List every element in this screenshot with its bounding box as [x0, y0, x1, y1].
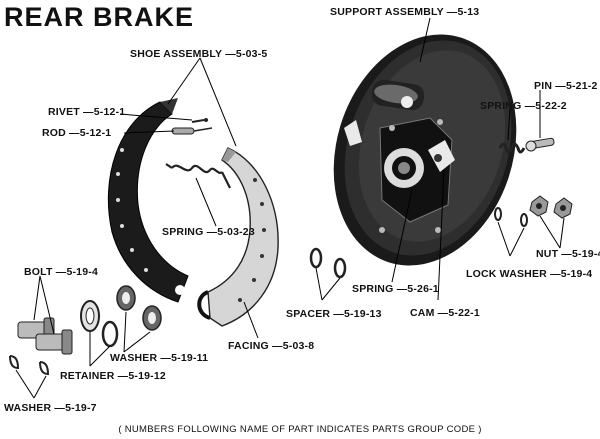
label-lock-washer: LOCK WASHER —5-19-4	[466, 268, 593, 280]
shoe-facing-part	[197, 147, 279, 327]
shoe-spring-part	[165, 163, 231, 189]
label-nut: NUT —5-19-4	[536, 248, 600, 260]
bolt-parts	[17, 317, 73, 355]
label-support-assembly: SUPPORT ASSEMBLY —5-13	[330, 6, 480, 18]
label-pin-spring: SPRING —5-22-2	[480, 100, 567, 112]
label-facing: FACING —5-03-8	[228, 340, 315, 352]
label-rivet: RIVET —5-12-1	[48, 106, 126, 118]
label-bolt: BOLT —5-19-4	[24, 266, 98, 278]
rivet-part	[191, 118, 208, 123]
label-rod: ROD —5-12-1	[42, 127, 112, 139]
label-shoe-spring: SPRING —5-03-23	[162, 226, 255, 238]
diagram-title: REAR BRAKE	[4, 2, 195, 32]
label-washer-bearing: WASHER —5-19-11	[110, 352, 209, 364]
label-cam-spring: SPRING —5-26-1	[352, 283, 439, 295]
spacer-parts	[309, 247, 347, 279]
retainer-parts	[80, 300, 119, 348]
label-cam: CAM —5-22-1	[410, 307, 480, 319]
label-washer-small: WASHER —5-19-7	[4, 402, 97, 414]
footnote: ( NUMBERS FOLLOWING NAME OF PART INDICAT…	[118, 424, 482, 435]
lock-washer-parts	[494, 207, 528, 227]
small-washer-parts	[9, 355, 50, 376]
label-retainer: RETAINER —5-19-12	[60, 370, 166, 382]
support-assembly-part	[333, 34, 517, 266]
nut-parts	[529, 195, 573, 219]
label-spacer: SPACER —5-19-13	[286, 308, 382, 320]
bearing-washer-parts	[116, 285, 162, 331]
leader-lines	[15, 17, 565, 399]
rod-part	[171, 127, 213, 135]
label-pin: PIN —5-21-2	[534, 80, 598, 92]
pin-spring-part	[498, 142, 526, 154]
brake-shoe-part	[107, 98, 189, 303]
label-shoe-assembly: SHOE ASSEMBLY —5-03-5	[130, 48, 268, 60]
pin-part	[525, 137, 555, 152]
